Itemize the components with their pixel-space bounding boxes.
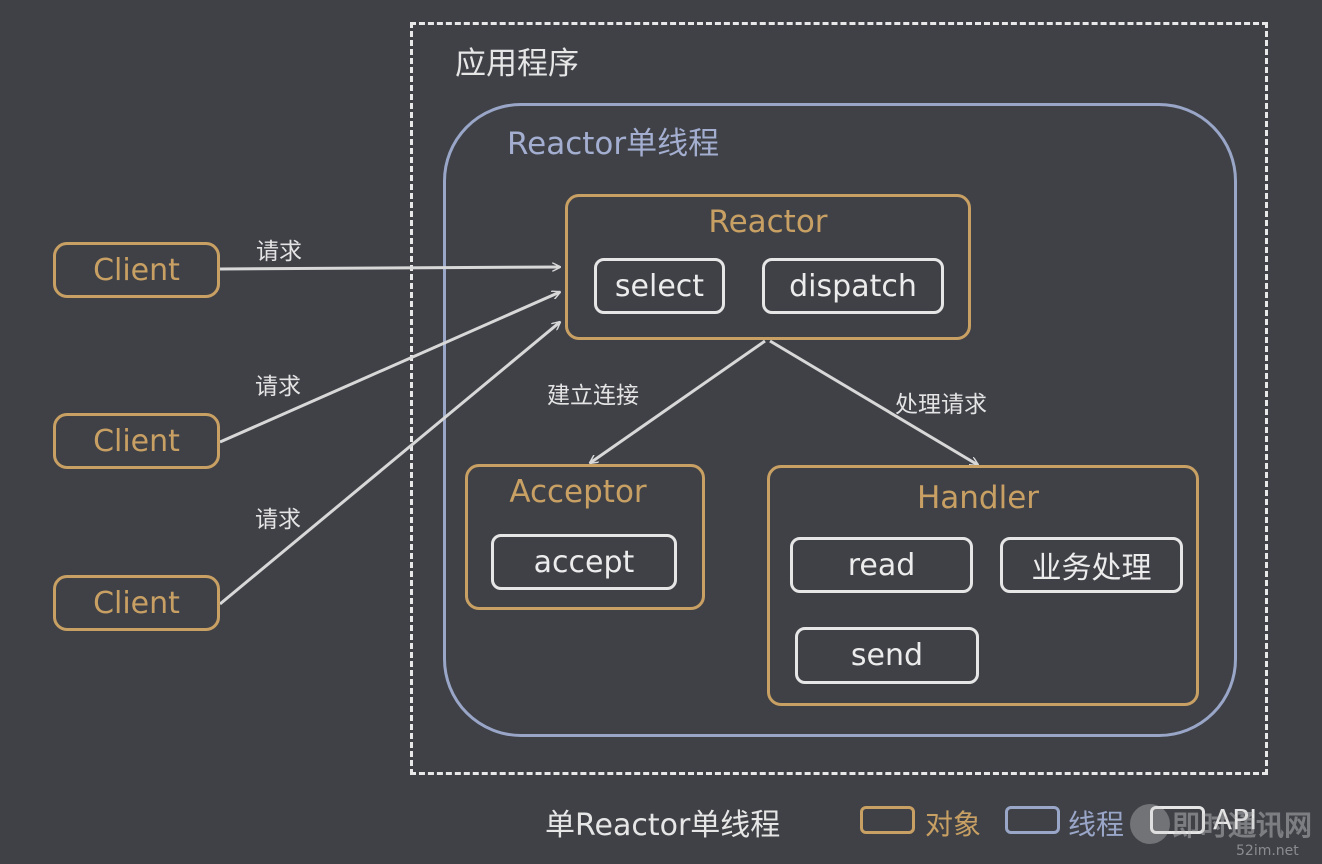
api-select: select xyxy=(594,258,725,314)
reactor-title: Reactor xyxy=(708,204,828,240)
diagram-caption: 单Reactor单线程 xyxy=(545,808,781,843)
watermark-logo-icon xyxy=(1130,804,1170,844)
legend-label-object: 对象 xyxy=(925,808,982,841)
client-2: Client xyxy=(53,413,220,469)
legend-label-api: API xyxy=(1213,803,1258,836)
watermark-subtext: 52im.net xyxy=(1236,843,1299,859)
acceptor-object xyxy=(465,464,705,610)
client-3: Client xyxy=(53,575,220,631)
arrow-client1-reactor xyxy=(219,267,560,269)
reactor-thread-boundary xyxy=(443,103,1237,737)
handler-title: Handler xyxy=(916,480,1040,516)
reactor-object xyxy=(565,194,971,340)
api-read: read xyxy=(790,537,973,593)
acceptor-title: Acceptor xyxy=(509,474,647,510)
api-accept: accept xyxy=(491,534,677,590)
handler-object xyxy=(767,465,1199,706)
edge-label-request-3: 请求 xyxy=(255,507,301,533)
legend-swatch-thread xyxy=(1005,806,1060,834)
reactor-thread-title: Reactor单线程 xyxy=(507,126,720,162)
api-dispatch: dispatch xyxy=(762,258,944,314)
client-1: Client xyxy=(53,242,220,298)
edge-label-connect: 建立连接 xyxy=(547,383,639,409)
legend-swatch-object xyxy=(860,806,915,834)
legend-swatch-api xyxy=(1150,806,1205,834)
api-send: send xyxy=(795,627,979,684)
edge-label-process: 处理请求 xyxy=(895,392,987,418)
arrow-client3-reactor xyxy=(219,322,560,606)
legend-label-thread: 线程 xyxy=(1068,808,1125,841)
arrow-client2-reactor xyxy=(219,292,560,444)
api-business-process: 业务处理 xyxy=(1000,537,1183,593)
arrow-reactor-acceptor xyxy=(590,339,766,463)
edge-label-request-2: 请求 xyxy=(255,374,301,400)
application-boundary xyxy=(410,22,1268,775)
arrow-reactor-handler xyxy=(769,339,978,467)
edge-label-request-1: 请求 xyxy=(256,239,302,265)
application-title: 应用程序 xyxy=(455,46,579,82)
watermark-text: 即时通讯网 xyxy=(1172,809,1313,842)
